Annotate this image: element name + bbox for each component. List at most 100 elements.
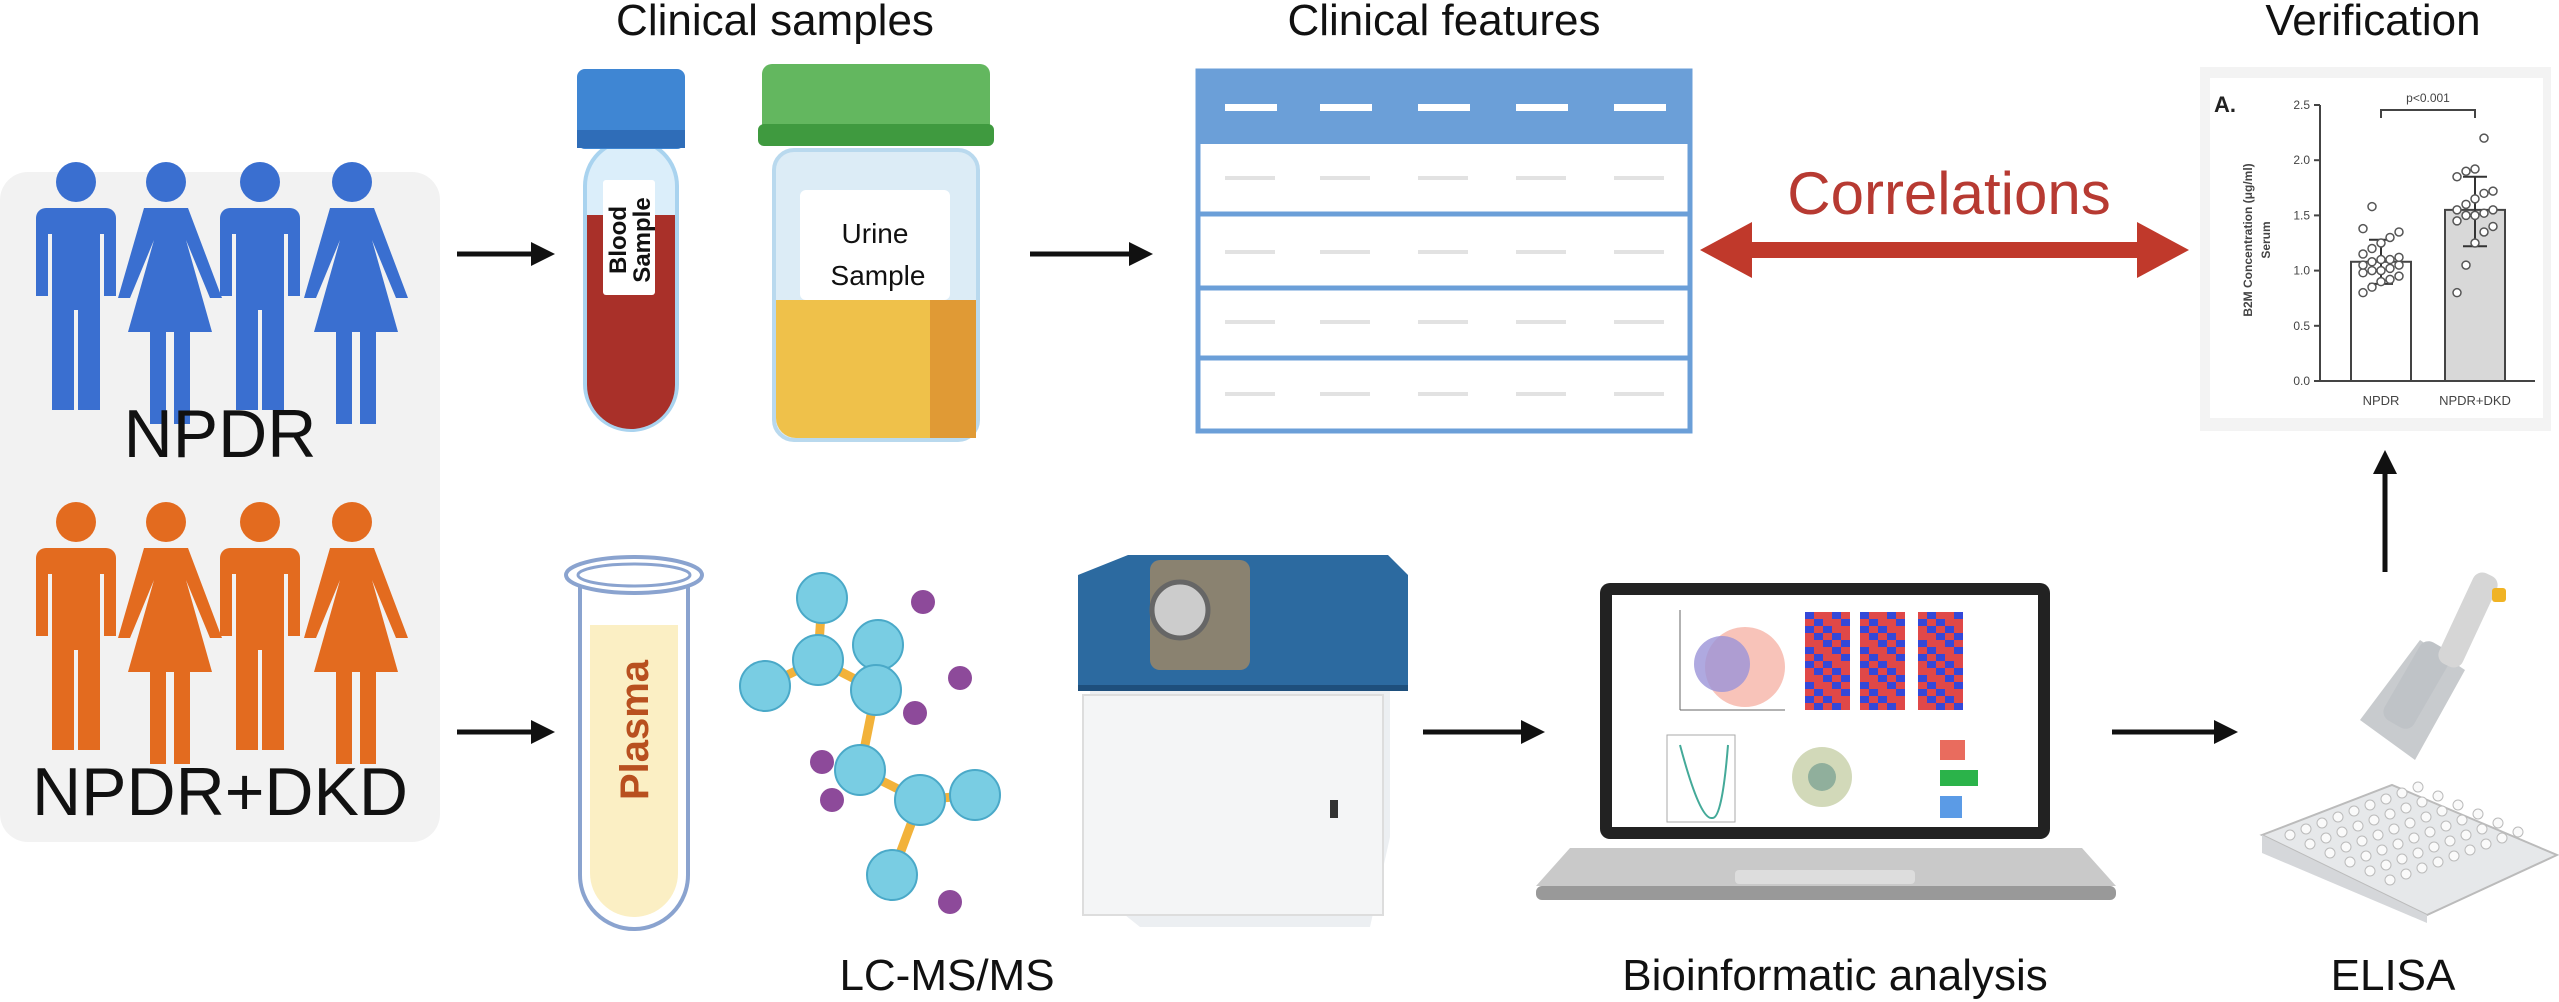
- heatmap-cell: [1927, 626, 1936, 633]
- table-header-cell: [1418, 104, 1470, 111]
- heatmap-cell: [1878, 633, 1887, 640]
- heatmap-cell: [1887, 626, 1896, 633]
- well: [2436, 805, 2448, 817]
- y-tick-label: 0.5: [2293, 319, 2310, 333]
- table-cell: [1320, 250, 1370, 254]
- heatmap-cell: [1927, 668, 1936, 675]
- x-tick-label: NPDR: [2363, 393, 2400, 408]
- heatmap-cell: [1841, 626, 1850, 633]
- heatmap-cell: [1869, 675, 1878, 682]
- well: [2472, 808, 2484, 820]
- heatmap-cell: [1887, 661, 1896, 668]
- well: [2496, 832, 2508, 844]
- well: [2356, 835, 2368, 847]
- heatmap-cell: [1887, 696, 1896, 703]
- data-point: [2461, 166, 2471, 176]
- heatmap-cell: [1918, 675, 1927, 682]
- well: [2432, 790, 2444, 802]
- heatmap-cell: [1887, 633, 1896, 640]
- heatmap-cell: [1832, 661, 1841, 668]
- well: [2404, 817, 2416, 829]
- atom: [866, 849, 918, 901]
- well: [2476, 823, 2488, 835]
- heatmap-cell: [1860, 640, 1869, 647]
- heatmap-cell: [1887, 668, 1896, 675]
- y-tick-label: 2.0: [2293, 153, 2310, 167]
- heatmap-cell: [1945, 682, 1954, 689]
- table-cell: [1225, 320, 1275, 324]
- heatmap-cell: [1841, 612, 1850, 619]
- data-point: [2452, 172, 2462, 182]
- heatmap-cell: [1860, 626, 1869, 633]
- heatmap-cell: [1869, 696, 1878, 703]
- heatmap-cell: [1954, 696, 1963, 703]
- urine-label-2: Sample: [831, 260, 926, 291]
- heatmap-cell: [1954, 661, 1963, 668]
- heatmap-cell: [1814, 633, 1823, 640]
- heatmap-cell: [1832, 675, 1841, 682]
- heatmap-thumbnail: [1805, 612, 1963, 710]
- data-point: [2376, 254, 2386, 265]
- well: [2304, 838, 2316, 850]
- heatmap-cell: [1945, 654, 1954, 661]
- heatmap-cell: [1927, 654, 1936, 661]
- heatmap-cell: [1927, 689, 1936, 696]
- heatmap-cell: [1841, 640, 1850, 647]
- arrow-up-icon: [2373, 450, 2397, 572]
- heatmap-cell: [1945, 619, 1954, 626]
- title-clinical-samples: Clinical samples: [616, 0, 934, 45]
- heatmap-cell: [1896, 689, 1905, 696]
- atom: [792, 634, 844, 686]
- data-point: [2461, 210, 2471, 221]
- heatmap-cell: [1805, 703, 1814, 710]
- heatmap-cell: [1954, 612, 1963, 619]
- heatmap-cell: [1918, 703, 1927, 710]
- well: [2512, 826, 2524, 838]
- data-point: [2358, 268, 2368, 278]
- heatmap-cell: [1832, 647, 1841, 654]
- data-point: [2461, 260, 2471, 270]
- heatmap-cell: [1887, 654, 1896, 661]
- blood-label: Blood: [605, 206, 632, 274]
- heatmap-cell: [1896, 661, 1905, 668]
- table-cell: [1614, 176, 1664, 180]
- heatmap-cell: [1896, 619, 1905, 626]
- heatmap-cell: [1823, 696, 1832, 703]
- table-header-cell: [1225, 104, 1277, 111]
- data-point: [2461, 199, 2471, 210]
- arrow-icon: [1030, 242, 1153, 266]
- heatmap-cell: [1814, 689, 1823, 696]
- y-tick-label: 0.0: [2293, 374, 2310, 388]
- table-cell: [1320, 176, 1370, 180]
- heatmap-cell: [1954, 626, 1963, 633]
- heatmap-cell: [1832, 619, 1841, 626]
- verification-chart: A. B2M Concentration (μg/ml) Serum 0.00.…: [2200, 67, 2551, 431]
- well: [2376, 844, 2388, 856]
- heatmap-cell: [1805, 640, 1814, 647]
- heatmap-cell: [1832, 612, 1841, 619]
- data-point: [2479, 188, 2489, 199]
- heatmap-cell: [1878, 619, 1887, 626]
- clinical-features-table: [1195, 68, 1693, 434]
- well: [2384, 874, 2396, 886]
- heatmap-cell: [1878, 654, 1887, 661]
- heatmap-cell: [1945, 703, 1954, 710]
- y-axis-label: B2M Concentration (μg/ml): [2241, 163, 2255, 316]
- heatmap-cell: [1805, 689, 1814, 696]
- heatmap-cell: [1823, 703, 1832, 710]
- heatmap-cell: [1814, 612, 1823, 619]
- heatmap-cell: [1936, 689, 1945, 696]
- heatmap-cell: [1814, 654, 1823, 661]
- well: [2452, 799, 2464, 811]
- group-label-npdr: NPDR: [124, 396, 317, 472]
- heatmap-cell: [1814, 661, 1823, 668]
- table-cell: [1614, 392, 1664, 396]
- atom: [903, 701, 927, 725]
- heatmap-cell: [1927, 619, 1936, 626]
- heatmap-cell: [1927, 647, 1936, 654]
- data-point: [2358, 260, 2368, 270]
- enrichment-bars-thumbnail: [1940, 740, 1978, 818]
- well: [2492, 817, 2504, 829]
- heatmap-cell: [1823, 619, 1832, 626]
- heatmap-cell: [1869, 682, 1878, 689]
